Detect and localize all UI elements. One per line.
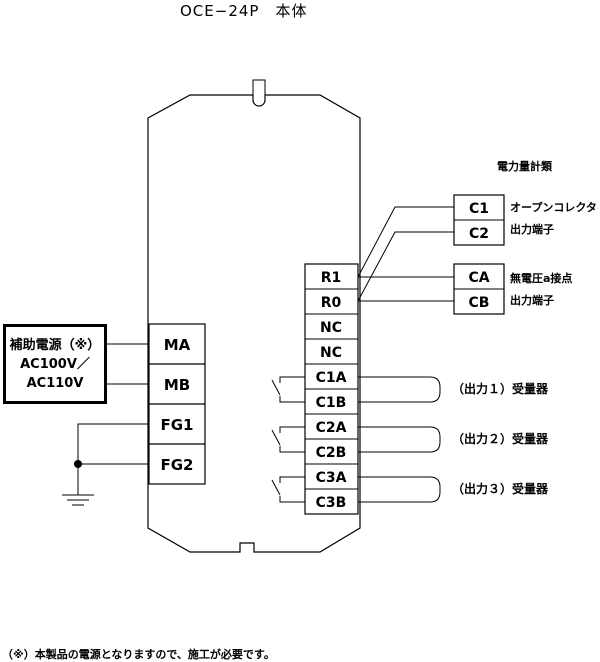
- dry-contact-label-1: 無電圧a接点: [510, 272, 573, 285]
- terminal-r0-label: R0: [321, 295, 342, 311]
- terminal-c1a-label: C1A: [316, 370, 347, 386]
- terminal-c3b-label: C3B: [316, 495, 347, 511]
- receiver-label-3: （出力３）受量器: [452, 482, 549, 496]
- main-unit-outline: [147, 94, 361, 553]
- open-collector-label-2: 出力端子: [510, 223, 554, 236]
- main-terminal-block: [148, 323, 206, 485]
- terminal-nc-label: NC: [320, 320, 342, 336]
- aux-power-box: 補助電源（※） AC100V／ AC110V: [3, 324, 107, 404]
- mount-slot-top: [252, 79, 266, 95]
- terminal-mb-label: MB: [164, 376, 190, 394]
- receiver-label-2: （出力２）受量器: [452, 432, 549, 446]
- terminal-ma-label: MA: [164, 336, 191, 354]
- receiver-label-1: （出力１）受量器: [452, 382, 549, 396]
- meter-wires: [357, 206, 454, 302]
- relay-contacts: [271, 376, 305, 503]
- terminal-fg2-label: FG2: [161, 456, 194, 474]
- aux-power-wires: [107, 343, 149, 385]
- dry-contact-label-2: 出力端子: [510, 294, 554, 307]
- output-terminal-block: [304, 263, 359, 515]
- diagram-title: OCE−24P 本体: [180, 2, 308, 20]
- aux-power-line-2: AC100V／: [20, 356, 90, 372]
- aux-power-line-3: AC110V: [26, 375, 84, 391]
- meter-terminal-c2-label: C2: [469, 226, 489, 242]
- terminal-r1-label: R1: [321, 270, 342, 286]
- terminal-c1b-label: C1B: [316, 395, 347, 411]
- meter-terminal-block: [453, 194, 505, 315]
- terminal-nc-label: NC: [320, 345, 342, 361]
- meter-terminal-ca-label: CA: [468, 270, 489, 286]
- terminal-c2a-label: C2A: [316, 420, 347, 436]
- meter-heading: 電力量計類: [497, 160, 552, 173]
- ground-junction-dot: [74, 460, 82, 468]
- meter-terminal-c1-label: C1: [469, 201, 489, 217]
- open-collector-label-1: オープンコレクタ: [510, 201, 597, 214]
- ground-wiring: [62, 423, 149, 506]
- terminal-fg1-label: FG1: [161, 416, 194, 434]
- receiver-brackets: [358, 376, 441, 503]
- terminal-c3a-label: C3A: [316, 470, 347, 486]
- aux-power-line-1: 補助電源（※）: [9, 337, 101, 353]
- meter-terminal-cb-label: CB: [469, 295, 490, 311]
- terminal-c2b-label: C2B: [316, 445, 347, 461]
- footnote: （※）本製品の電源となりますので、施工が必要です。: [2, 648, 275, 661]
